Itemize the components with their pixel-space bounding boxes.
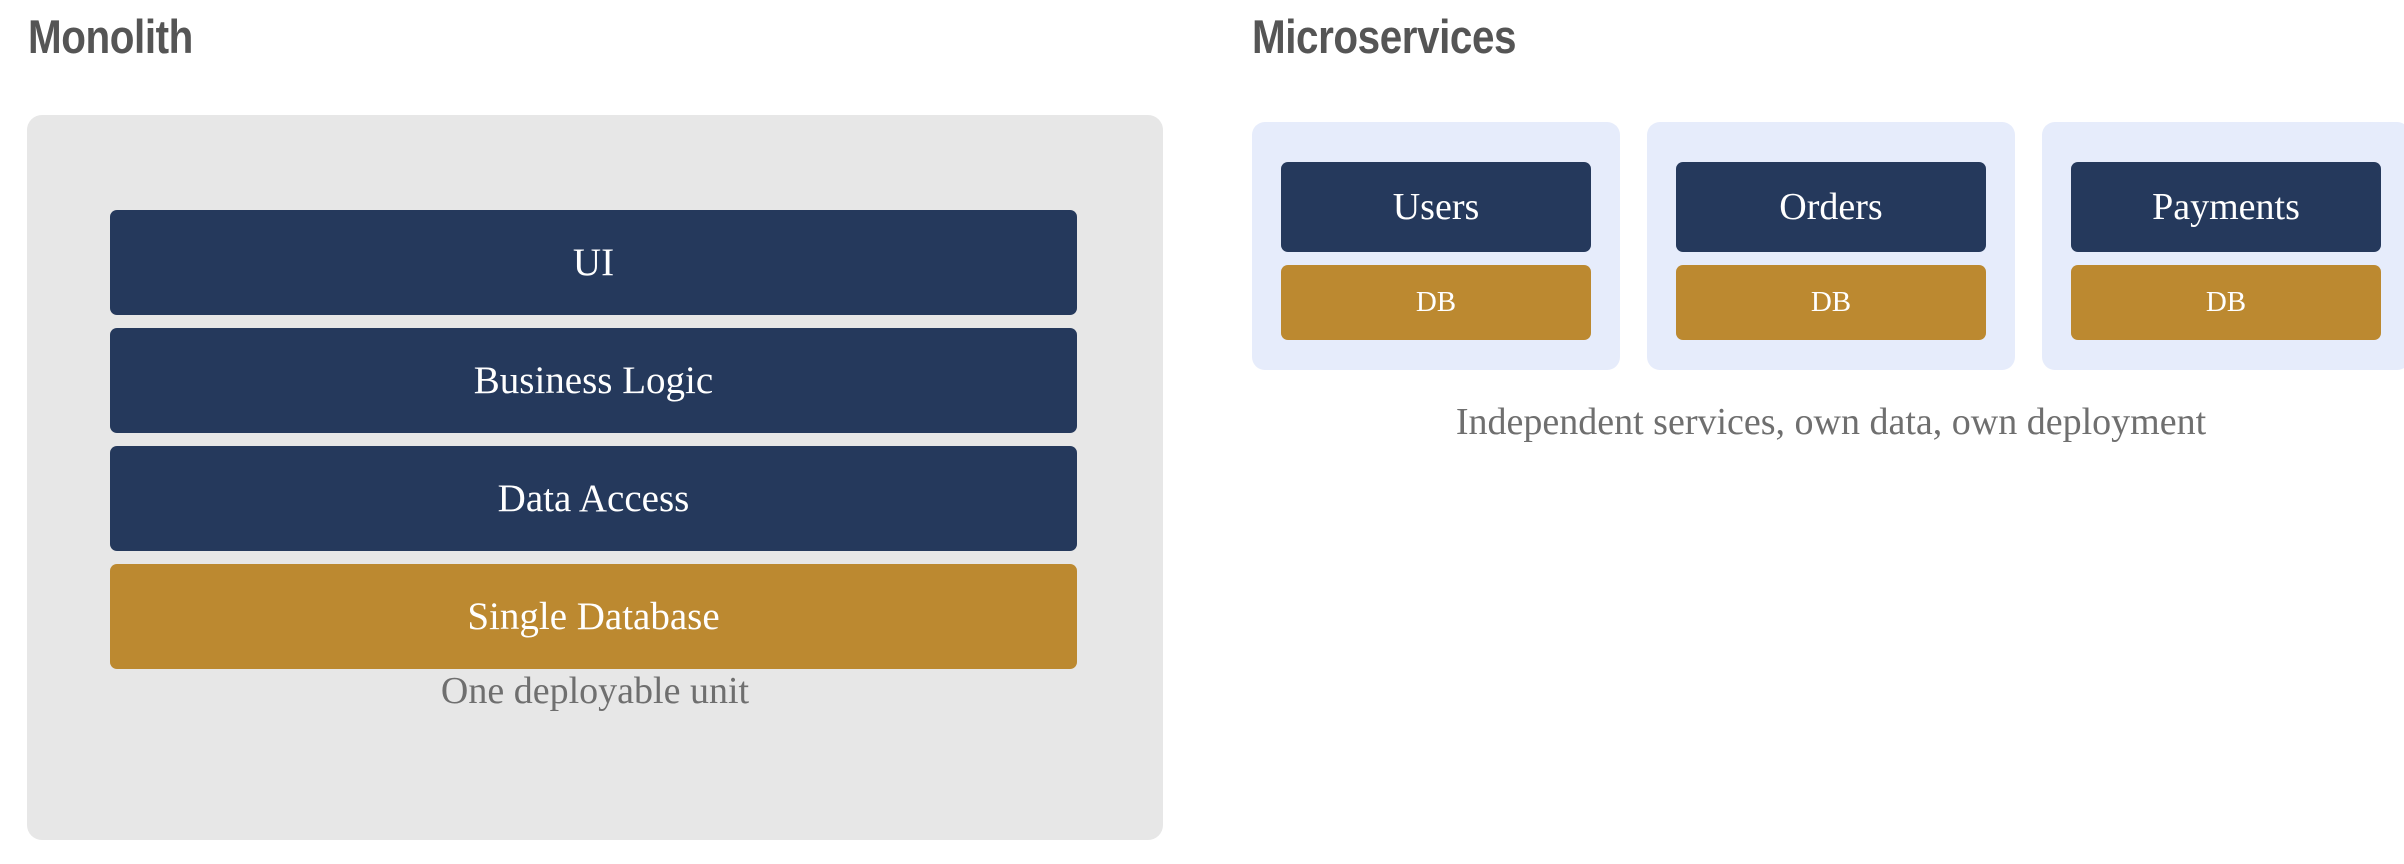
monolith-layer-stack: UI Business Logic Data Access Single Dat… xyxy=(110,210,1077,682)
monolith-panel: UI Business Logic Data Access Single Dat… xyxy=(27,115,1163,840)
service-card-users: Users DB xyxy=(1252,122,1620,370)
microservices-heading: Microservices xyxy=(1252,10,1517,63)
monolith-layer-ui: UI xyxy=(110,210,1077,315)
service-card-orders: Orders DB xyxy=(1647,122,2015,370)
microservices-column: Microservices Users DB Orders DB Payment… xyxy=(1225,0,2404,864)
service-card-payments: Payments DB xyxy=(2042,122,2404,370)
monolith-column: Monolith UI Business Logic Data Access S… xyxy=(0,0,1200,864)
monolith-layer-business-logic: Business Logic xyxy=(110,328,1077,433)
service-card-row: Users DB Orders DB Payments DB xyxy=(1252,122,2404,370)
monolith-caption: One deployable unit xyxy=(440,670,750,712)
microservices-caption: Independent services, own data, own depl… xyxy=(1455,401,2207,443)
monolith-heading: Monolith xyxy=(28,10,193,63)
monolith-layer-single-database: Single Database xyxy=(110,564,1077,669)
service-name-payments: Payments xyxy=(2071,162,2381,252)
monolith-layer-data-access: Data Access xyxy=(110,446,1077,551)
service-db-orders: DB xyxy=(1676,265,1986,340)
service-name-users: Users xyxy=(1281,162,1591,252)
service-name-orders: Orders xyxy=(1676,162,1986,252)
service-db-payments: DB xyxy=(2071,265,2381,340)
service-db-users: DB xyxy=(1281,265,1591,340)
